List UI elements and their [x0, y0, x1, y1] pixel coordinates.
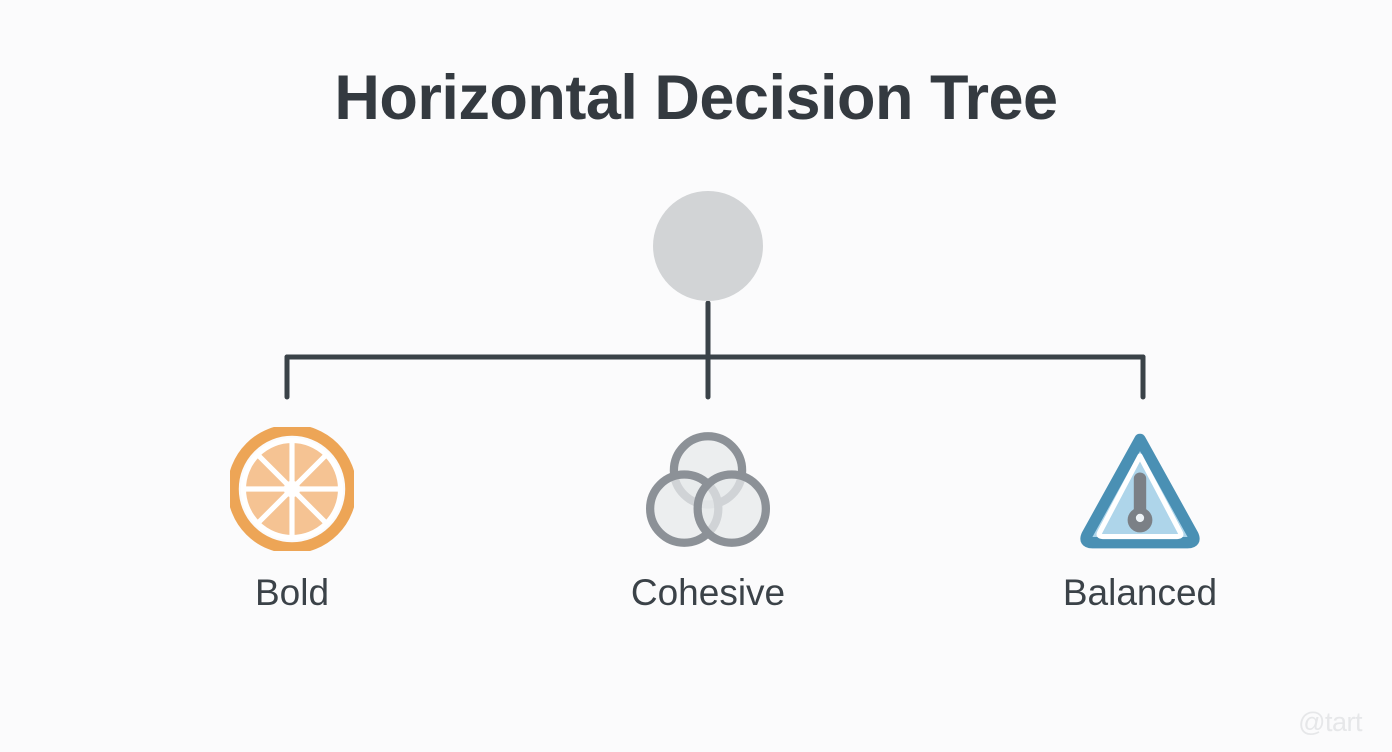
page-title: Horizontal Decision Tree	[334, 63, 1058, 133]
warning-triangle-thermometer-icon	[1080, 433, 1200, 549]
branch-node-bold[interactable]: Bold	[182, 427, 402, 615]
branch-node-balanced[interactable]: Balanced	[1030, 427, 1250, 615]
triangle-inner-border	[1096, 453, 1184, 540]
citrus-slice-icon	[230, 427, 354, 551]
venn-three-rings-icon	[646, 432, 770, 547]
venn-ring-bottom-right	[693, 470, 770, 547]
watermark: @tart	[1298, 707, 1362, 737]
branch-node-cohesive[interactable]: Cohesive	[598, 427, 818, 615]
branch-label-cohesive: Cohesive	[630, 572, 786, 613]
thermometer-glyph	[1127, 472, 1153, 533]
root-node[interactable]	[653, 191, 763, 301]
branch-label-bold: Bold	[254, 572, 330, 613]
branch-label-balanced: Balanced	[1062, 572, 1218, 613]
